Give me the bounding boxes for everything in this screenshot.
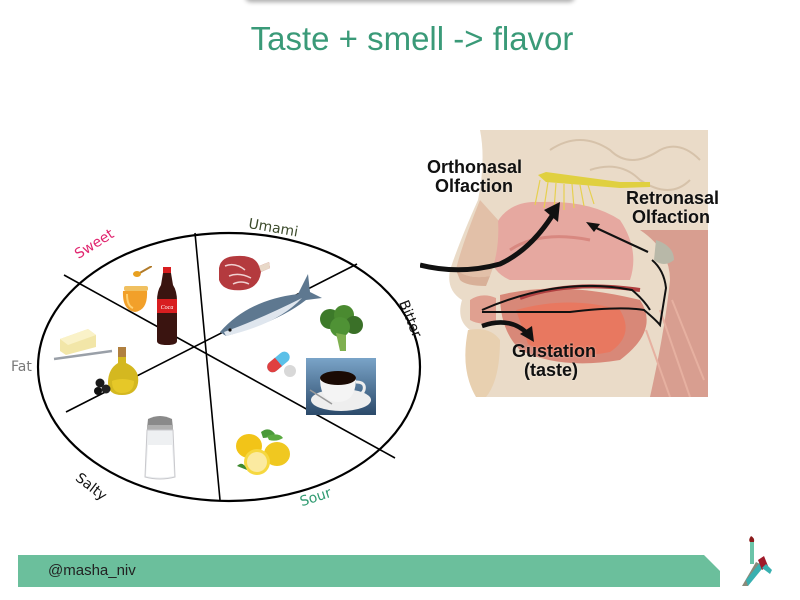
broccoli-image — [318, 305, 364, 353]
olive-oil-image — [94, 347, 144, 397]
retronasal-olfaction-label: Retronasal Olfaction — [626, 189, 719, 227]
retronasal-line2: Olfaction — [632, 207, 711, 227]
slide-title: Taste + smell -> flavor — [0, 20, 800, 58]
head-cross-section-illustration — [420, 130, 708, 397]
svg-text:Coca: Coca — [161, 305, 174, 311]
gustation-line2: (taste) — [524, 360, 579, 380]
footer-handle: @masha_niv — [48, 562, 136, 579]
honey-jar-image — [118, 266, 152, 314]
steak-image — [215, 252, 271, 294]
tuna-fish-image — [218, 270, 322, 340]
slide-title-text: Taste + smell -> flavor — [250, 20, 574, 57]
coffee-cup-image — [306, 358, 376, 415]
cola-bottle-image: Coca — [155, 267, 179, 345]
institution-logo-icon — [738, 534, 778, 590]
orthonasal-line1: Orthonasal — [427, 157, 523, 177]
footer-bar — [18, 555, 720, 587]
gustation-label: Gustation (taste) — [512, 342, 596, 380]
taste-label-fat: Fat — [11, 359, 32, 375]
taste-wheel: Coca — [0, 200, 440, 520]
gustation-line1: Gustation — [512, 341, 596, 361]
butter-image — [52, 325, 114, 361]
nasal-anatomy-diagram: Orthonasal Olfaction Retronasal Olfactio… — [420, 130, 719, 397]
pills-image — [264, 347, 298, 379]
retronasal-line1: Retronasal — [626, 188, 720, 208]
lemons-image — [233, 426, 293, 478]
salt-shaker-image — [142, 415, 178, 481]
orthonasal-line2: Olfaction — [435, 176, 514, 196]
orthonasal-olfaction-label: Orthonasal Olfaction — [427, 158, 522, 196]
